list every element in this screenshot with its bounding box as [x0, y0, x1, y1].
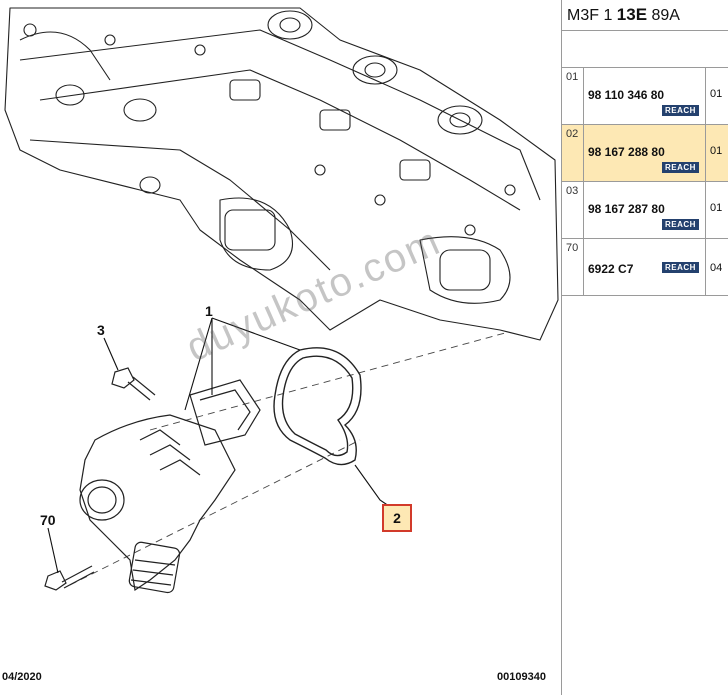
ref-suffix: 89A [651, 7, 680, 24]
part-qty: 01 [710, 88, 723, 100]
cylinder-head-outline [4, 7, 559, 341]
thermostat-housing-drawing [79, 379, 261, 594]
leader-1c [184, 317, 213, 411]
callout-1[interactable]: 1 [205, 303, 213, 319]
callout-3[interactable]: 3 [97, 322, 105, 338]
reach-badge: REACH [662, 262, 699, 273]
leader-3 [103, 337, 119, 371]
diagram-drawing [4, 7, 559, 594]
callout-70[interactable]: 70 [40, 512, 56, 528]
leader-70 [47, 527, 59, 574]
gasket-drawing [273, 347, 362, 466]
part-row-03[interactable]: 03 98 167 287 80 REACH 01 [562, 182, 728, 239]
part-row-01[interactable]: 01 98 110 346 80 REACH 01 [562, 68, 728, 125]
part-number[interactable]: 6922 C7 [588, 262, 634, 276]
ref-bold: 13E [616, 5, 648, 24]
part-qty: 01 [710, 202, 723, 214]
part-number[interactable]: 98 167 288 80 [588, 145, 665, 159]
alignment-line-upper [149, 332, 506, 431]
cam-port-1 [267, 10, 313, 40]
cam-port-2 [352, 55, 398, 85]
parts-panel: M3F 1 13E 89A 01 98 110 346 80 REACH 01 … [562, 0, 728, 695]
reach-badge: REACH [662, 219, 699, 230]
leader-1b [211, 317, 301, 351]
part-row-70[interactable]: 70 6922 C7 REACH 04 [562, 239, 728, 296]
diagram-reference: M3F 1 13E 89A [562, 0, 728, 31]
bolt-drawing [44, 565, 95, 591]
part-qty: 01 [710, 145, 723, 157]
part-row-02[interactable]: 02 98 167 288 80 REACH 01 [562, 125, 728, 182]
ref-prefix: M3F 1 [567, 7, 613, 24]
cylinder-head-edge [19, 29, 541, 201]
part-number[interactable]: 98 110 346 80 [588, 88, 665, 102]
callout-2-highlighted[interactable]: 2 [382, 504, 412, 532]
header-spacer [562, 31, 728, 68]
diagram-sheet-number: 00109340 [497, 671, 546, 683]
part-qty: 04 [710, 262, 723, 274]
screw-drawing [111, 367, 156, 401]
part-index: 01 [566, 71, 579, 83]
part-index: 70 [566, 242, 579, 254]
part-index: 02 [566, 128, 579, 140]
alignment-line-lower [69, 439, 361, 586]
part-index: 03 [566, 185, 579, 197]
diagram-date: 04/2020 [2, 671, 42, 683]
reach-badge: REACH [662, 162, 699, 173]
cam-port-3 [437, 105, 483, 135]
part-number[interactable]: 98 167 287 80 [588, 202, 665, 216]
exploded-parts-diagram: 1 3 70 2 duyukoto.com 04/2020 00109340 [0, 0, 562, 695]
reach-badge: REACH [662, 105, 699, 116]
